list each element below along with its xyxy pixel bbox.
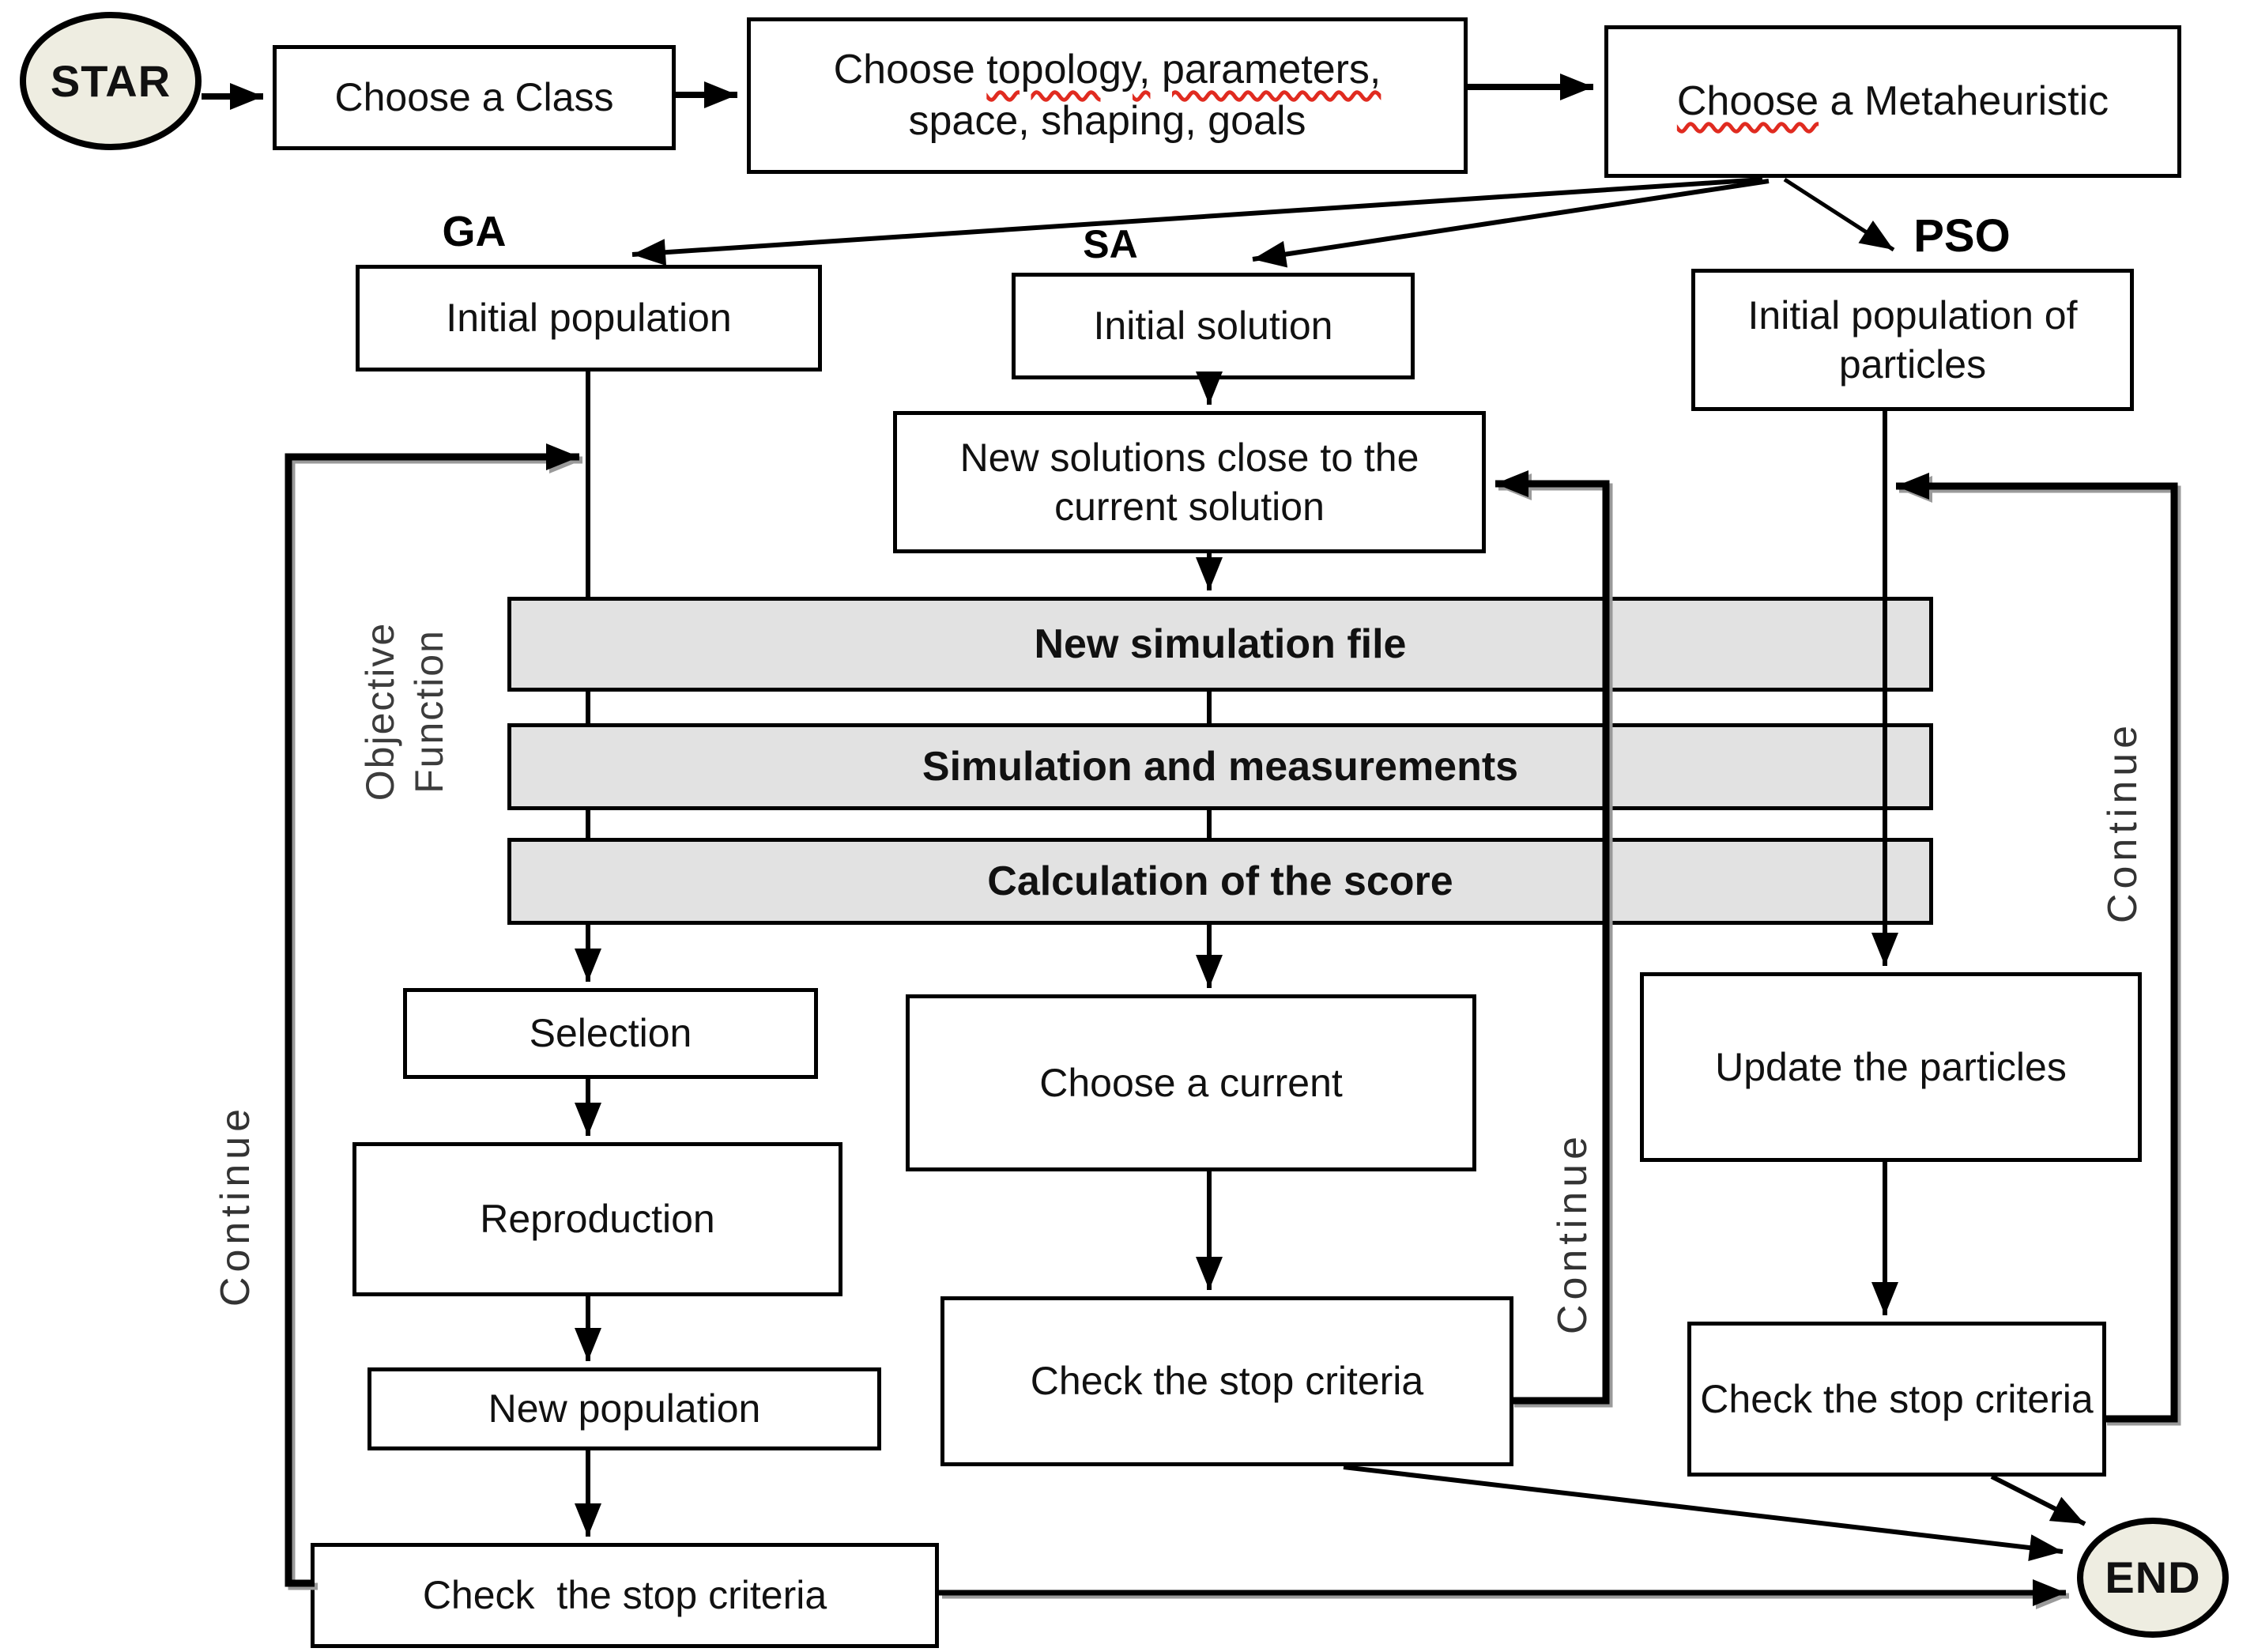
topology-misspelled-word: topology, [986, 47, 1151, 92]
choose-metaheuristic-text: Choose a Metaheuristic [1677, 76, 2109, 127]
ga-branch-label: GA [442, 208, 507, 255]
ga-check-stop-box: Check the stop criteria [311, 1543, 939, 1648]
objective-function-label: Objective Function [357, 621, 452, 801]
pso-initial-particles-box: Initial population of particles [1691, 269, 2134, 411]
calculation-score-bar: Calculation of the score [507, 838, 1933, 925]
choose-class-box: Choose a Class [273, 45, 676, 150]
start-terminal: STAR [20, 12, 202, 150]
topology-lead: Choose [833, 47, 975, 92]
choose-topology-text: Choose topology, parameters, space, shap… [834, 44, 1381, 147]
choose-metaheuristic-box: Choose a Metaheuristic [1604, 25, 2181, 178]
sa-initial-solution-box: Initial solution [1012, 273, 1415, 379]
end-terminal: END [2077, 1518, 2229, 1638]
sa-choose-current-box: Choose a current [906, 994, 1476, 1171]
simulation-measurements-bar: Simulation and measurements [507, 723, 1933, 810]
topology-line2: space, shaping, goals [908, 98, 1306, 144]
pso-check-stop-box: Check the stop criteria [1687, 1322, 2106, 1477]
new-simulation-file-bar: New simulation file [507, 597, 1933, 692]
ga-continue-label: Continue [213, 1103, 258, 1307]
metaheuristic-rest: a Metaheuristic [1830, 78, 2109, 124]
metaheuristic-misspelled-word: Choose [1676, 78, 1819, 124]
sa-check-stop-box: Check the stop criteria [940, 1296, 1513, 1466]
ga-selection-box: Selection [403, 988, 818, 1079]
pso-update-particles-box: Update the particles [1640, 972, 2142, 1162]
ga-new-population-box: New population [368, 1367, 881, 1450]
parameters-misspelled-word: parameters, [1161, 47, 1381, 92]
sa-new-solutions-box: New solutions close to the current solut… [893, 411, 1486, 553]
sa-continue-label: Continue [1550, 1131, 1596, 1335]
ga-initial-population-box: Initial population [356, 265, 822, 372]
pso-branch-label: PSO [1913, 209, 2011, 262]
pso-continue-label: Continue [2100, 720, 2146, 924]
sa-branch-label: SA [1083, 222, 1138, 266]
ga-reproduction-box: Reproduction [352, 1142, 842, 1296]
choose-topology-box: Choose topology, parameters, space, shap… [747, 17, 1468, 174]
